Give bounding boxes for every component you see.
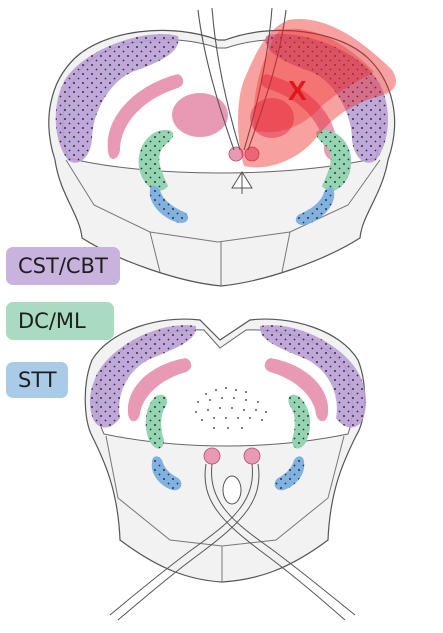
upper-pontine-nucleus-right <box>250 98 294 138</box>
upper-fiber-tubes <box>197 7 287 151</box>
upper-section-lobes <box>65 159 381 243</box>
lower-nucleus-right <box>243 447 261 465</box>
legend-stt-label: STT <box>18 368 57 392</box>
legend-dc-ml: DC/ML <box>6 302 114 340</box>
legend-dc-ml-label: DC/ML <box>18 309 86 333</box>
legend-cst-cbt: CST/CBT <box>6 247 120 285</box>
upper-pontine-nucleus-left <box>172 93 228 137</box>
lesion-region <box>238 18 396 168</box>
legend-cst-cbt-label: CST/CBT <box>18 254 108 278</box>
upper-nucleus-dot-left <box>228 146 244 162</box>
lower-brainstem-section <box>84 318 367 621</box>
upper-nucleus-dot-right <box>244 146 260 162</box>
lower-cerebellar-band-left <box>127 358 192 422</box>
lower-crossing-fibers <box>109 463 356 621</box>
upper-cerebellar-band-right <box>260 74 337 159</box>
upper-brainstem-section: X <box>48 7 396 287</box>
lower-nucleus-left <box>203 447 221 465</box>
lower-central-canal <box>222 475 242 505</box>
lower-dotted-nucleus-field <box>195 387 267 429</box>
lower-cerebellar-band-right <box>264 358 329 422</box>
legend-stt: STT <box>6 362 68 398</box>
lesion-marker: X <box>288 75 307 106</box>
upper-cerebellar-band-left <box>107 74 184 159</box>
